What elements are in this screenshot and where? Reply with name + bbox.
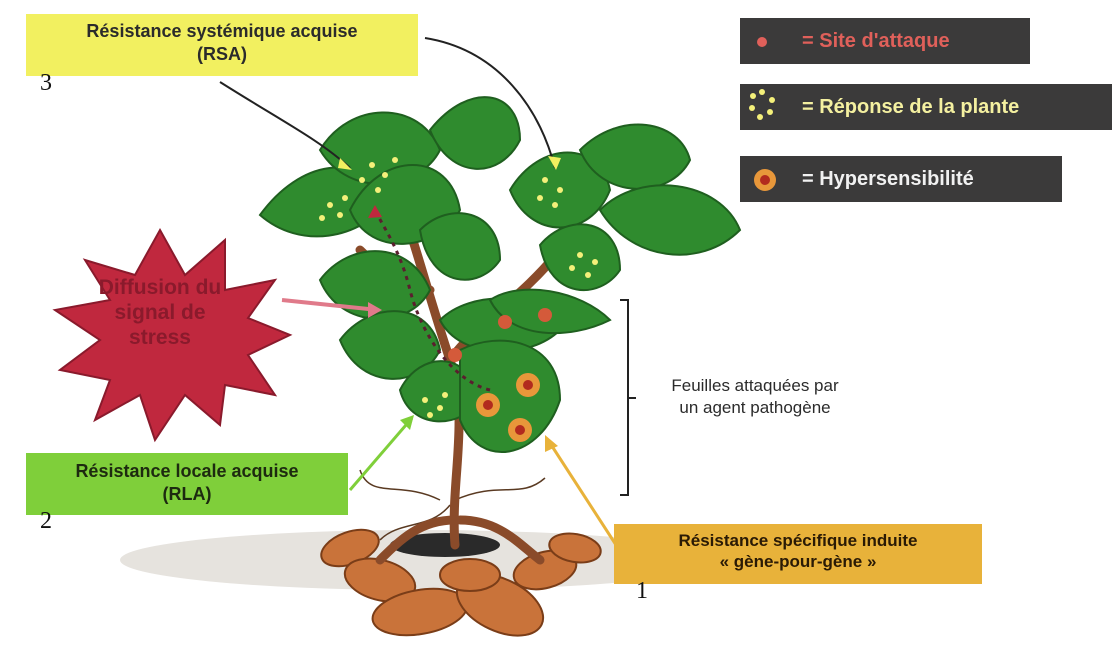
rla-label: Résistance locale acquise (RLA) <box>26 453 348 515</box>
legend-plant-response-text: = Réponse de la plante <box>792 84 1029 130</box>
rla-title: Résistance locale acquise <box>26 460 348 483</box>
stress-signal-line3: stress <box>60 325 260 350</box>
legend-hypersensitivity-text: = Hypersensibilité <box>792 156 984 202</box>
rsa-number: 3 <box>40 70 52 97</box>
rsi-arrow <box>548 440 618 548</box>
rsi-label: Résistance spécifique induite « gène-pou… <box>614 524 982 584</box>
legend-hypersensitivity: = Hypersensibilité <box>740 156 1062 202</box>
attacked-leaves-bracket <box>620 300 636 495</box>
legend-attack-site: = Site d'attaque <box>740 18 1030 64</box>
stress-signal-line2: signal de <box>60 300 260 325</box>
rsa-title: Résistance systémique acquise <box>26 20 418 43</box>
rsi-arrowhead <box>545 435 558 452</box>
rsa-label: Résistance systémique acquise (RSA) <box>26 14 418 76</box>
attacked-leaves-note: Feuilles attaquées par un agent pathogèn… <box>640 375 870 419</box>
rsa-abbrev: (RSA) <box>26 43 418 66</box>
legend-attack-site-text: = Site d'attaque <box>792 18 960 64</box>
rsi-subtitle: « gène-pour-gène » <box>614 551 982 572</box>
attacked-leaves-line2: un agent pathogène <box>640 397 870 419</box>
rla-abbrev: (RLA) <box>26 483 348 506</box>
stress-signal-line1: Diffusion du <box>60 275 260 300</box>
rsi-title: Résistance spécifique induite <box>614 530 982 551</box>
rsi-number: 1 <box>636 578 648 605</box>
stress-signal-text: Diffusion du signal de stress <box>60 275 260 351</box>
rla-arrow <box>350 418 412 490</box>
rla-number: 2 <box>40 508 52 535</box>
legend-plant-response: = Réponse de la plante <box>740 84 1112 130</box>
attacked-leaves-line1: Feuilles attaquées par <box>640 375 870 397</box>
